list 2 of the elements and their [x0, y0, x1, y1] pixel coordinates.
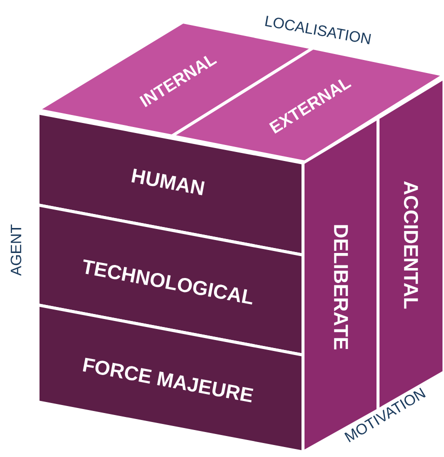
axis-label: AGENT: [10, 224, 22, 276]
cube-face: FORCE MAJEURE: [36, 304, 304, 454]
